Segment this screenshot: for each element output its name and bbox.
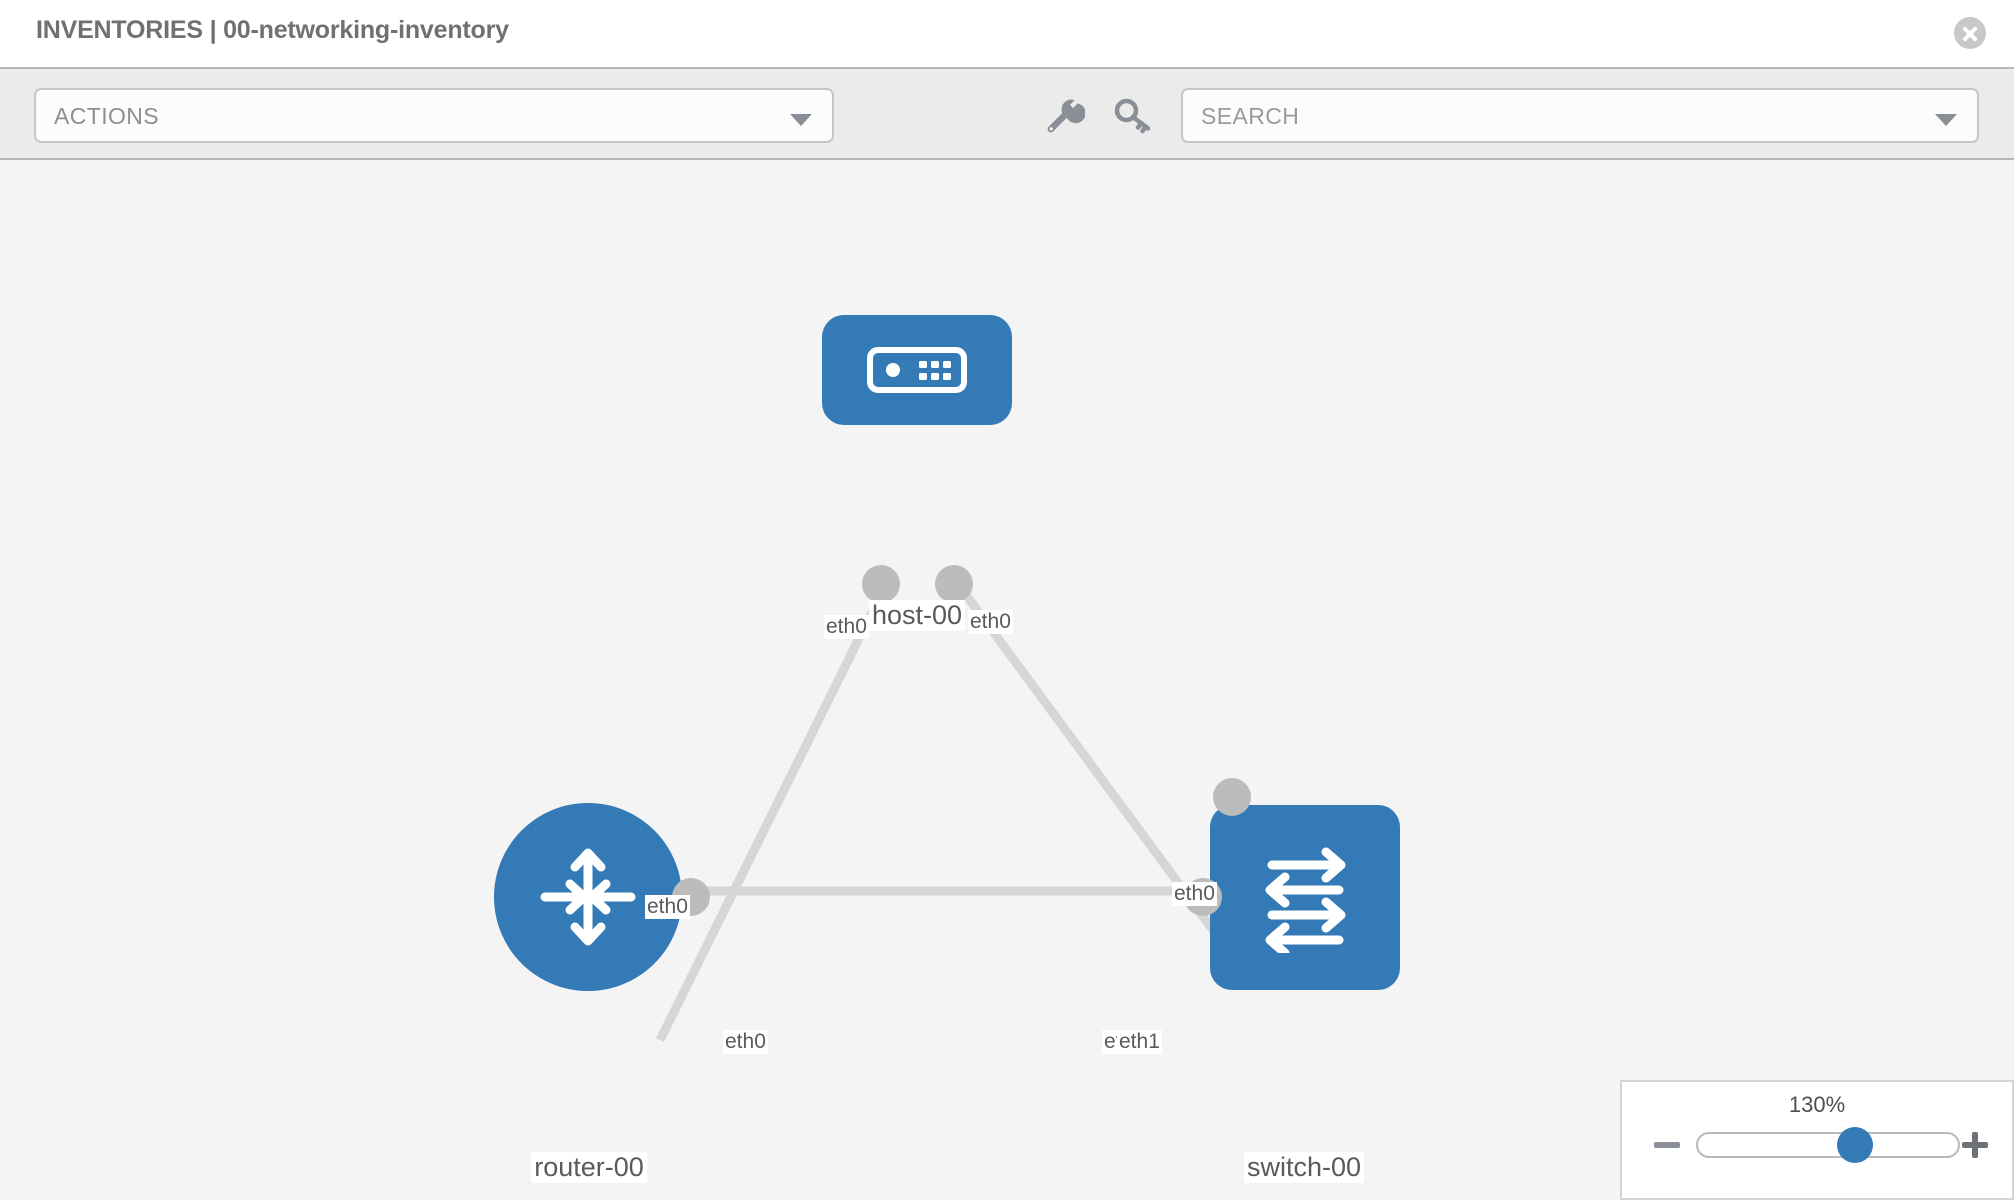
port-label-host-right: eth0 xyxy=(968,610,1013,634)
port-label-switch-top: eth0 xyxy=(1172,882,1217,906)
page-header: INVENTORIES | 00-networking-inventory xyxy=(0,0,2014,67)
close-icon[interactable] xyxy=(1954,17,1986,49)
node-label-host-00: host-00 xyxy=(868,600,966,631)
node-host-00[interactable] xyxy=(822,315,1012,425)
host-00-port-right-handle[interactable] xyxy=(935,565,973,603)
four-way-arrows-icon xyxy=(540,848,636,946)
toolbar: ACTIONS SEARCH xyxy=(0,67,2014,160)
wrench-icon[interactable] xyxy=(1043,95,1086,137)
search-input[interactable]: SEARCH xyxy=(1181,88,1979,143)
zoom-out-button[interactable] xyxy=(1652,1130,1682,1160)
key-icon[interactable] xyxy=(1112,95,1154,137)
switch-00-port-top-handle[interactable] xyxy=(1213,778,1251,816)
actions-dropdown[interactable]: ACTIONS xyxy=(34,88,834,143)
switch-00-shape[interactable] xyxy=(1210,805,1400,990)
port-label-router-top: eth0 xyxy=(645,895,690,919)
page-title: INVENTORIES | 00-networking-inventory xyxy=(36,16,509,44)
chevron-down-icon xyxy=(790,114,812,126)
node-router-00[interactable] xyxy=(494,803,682,991)
node-label-switch-00: switch-00 xyxy=(1243,1152,1365,1183)
port-label-switch-left-b: eth1 xyxy=(1117,1030,1162,1054)
zoom-control-panel: 130% xyxy=(1620,1080,2014,1200)
zoom-slider[interactable] xyxy=(1696,1127,1960,1163)
actions-dropdown-label: ACTIONS xyxy=(54,103,160,129)
chevron-down-icon[interactable] xyxy=(1935,114,1957,126)
node-switch-00[interactable] xyxy=(1210,805,1400,990)
zoom-slider-thumb[interactable] xyxy=(1837,1127,1874,1163)
server-device-icon xyxy=(867,347,967,393)
bidirectional-arrows-icon xyxy=(1265,847,1345,953)
node-label-router-00: router-00 xyxy=(531,1152,647,1183)
topology-canvas[interactable]: host-00 eth0 eth0 xyxy=(0,160,2014,1200)
zoom-in-button[interactable] xyxy=(1960,1130,1990,1160)
host-00-shape[interactable] xyxy=(822,315,1012,425)
zoom-level-value: 130% xyxy=(1788,1092,1846,1117)
host-00-port-left-handle[interactable] xyxy=(862,565,900,603)
port-label-router-right: eth0 xyxy=(723,1030,768,1054)
router-00-shape[interactable] xyxy=(494,803,682,991)
search-placeholder: SEARCH xyxy=(1201,103,1300,129)
port-label-host-left: eth0 xyxy=(824,615,869,639)
